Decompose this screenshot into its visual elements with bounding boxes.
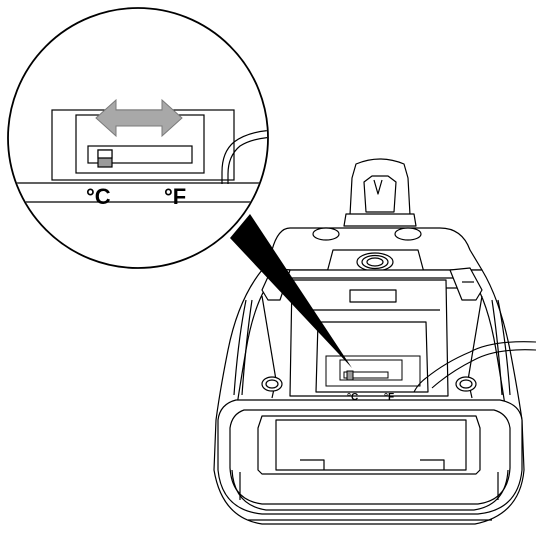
latch-right (449, 267, 483, 301)
device-switch-slot (343, 371, 389, 379)
callout-probe-cable (221, 129, 267, 184)
device-celsius-label: °C (347, 392, 358, 403)
screw-hole-right (394, 227, 422, 241)
device-probe-cable (413, 341, 537, 393)
magnified-callout: °C °F (7, 7, 269, 269)
screw-hole-left (312, 227, 340, 241)
device-illustration (213, 158, 525, 525)
device-switch-assembly (325, 355, 421, 387)
switch-direction-arrow (95, 98, 183, 138)
top-connector (343, 158, 417, 227)
device-switch-knob (346, 370, 354, 381)
callout-fahrenheit-label: °F (164, 184, 186, 209)
callout-pointer (230, 214, 352, 368)
bumper-window (257, 415, 481, 475)
device-fahrenheit-label: °F (384, 392, 394, 403)
callout-celsius-label: °C (86, 184, 111, 209)
callout-switch-slot (87, 145, 193, 164)
